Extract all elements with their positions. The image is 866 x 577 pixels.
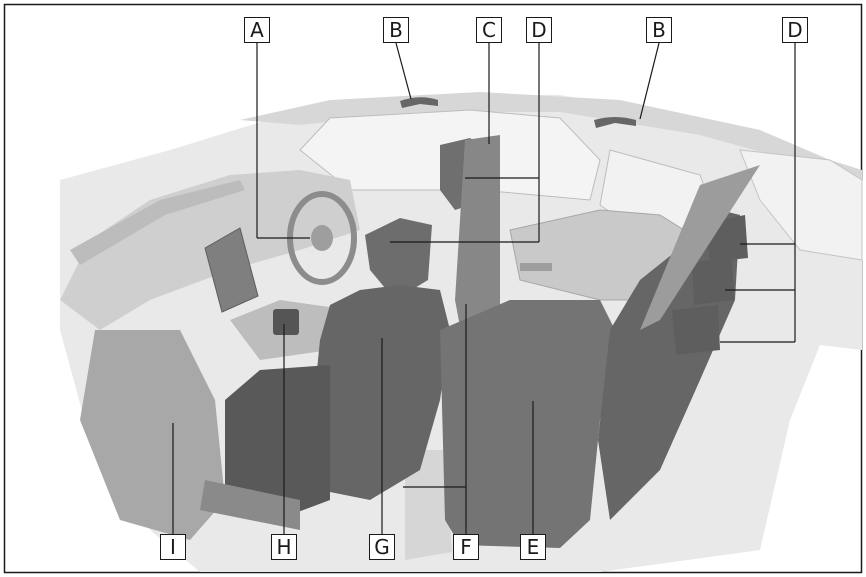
callout-d-front: D xyxy=(526,17,552,43)
callout-c: C xyxy=(476,17,502,43)
callout-a: A xyxy=(244,17,270,43)
callout-b-rear: B xyxy=(646,17,672,43)
console-tray xyxy=(273,309,299,335)
callout-i: I xyxy=(160,534,186,560)
steering-hub xyxy=(311,225,333,251)
rear-headrest-2 xyxy=(692,258,734,305)
callout-f: F xyxy=(453,534,479,560)
door-switch-panel xyxy=(520,263,552,271)
callout-g: G xyxy=(369,534,395,560)
callout-e: E xyxy=(520,534,546,560)
callout-d-rear: D xyxy=(782,17,808,43)
callout-h: H xyxy=(271,534,297,560)
rear-headrest-3 xyxy=(672,305,720,355)
callout-b-front: B xyxy=(383,17,409,43)
